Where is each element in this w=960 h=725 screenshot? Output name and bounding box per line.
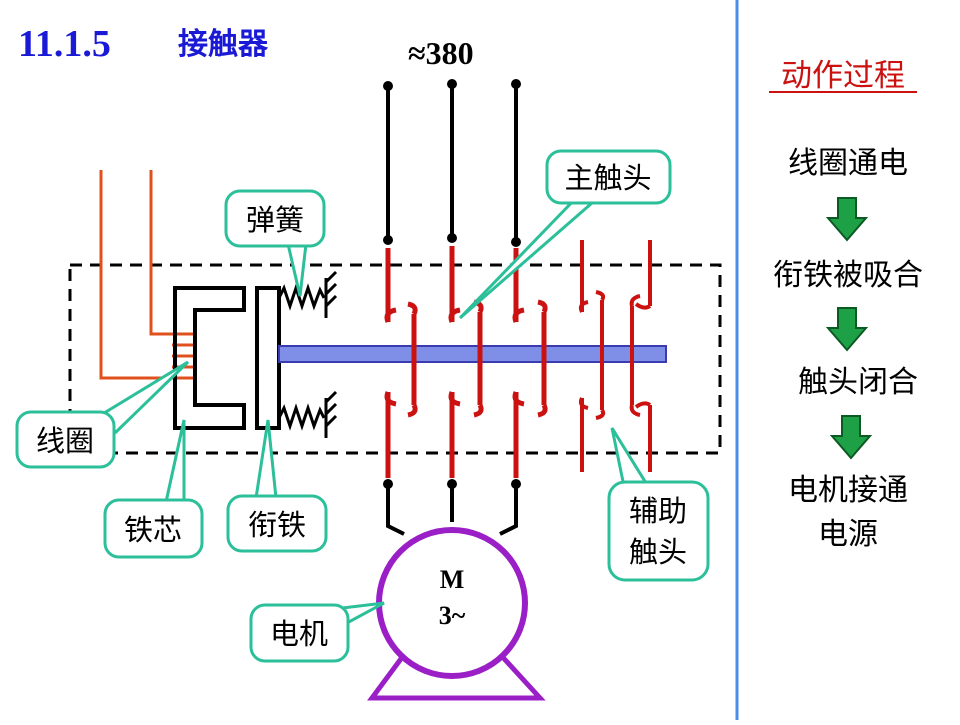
label-main-contact: 主触头	[564, 161, 651, 195]
motor-feed-terminals	[383, 479, 521, 489]
callout-coil: 线圈	[15, 360, 190, 469]
push-rod	[278, 345, 667, 363]
label-aux-contact-line1: 辅助	[629, 494, 687, 528]
down-arrow-icon	[829, 415, 873, 460]
process-step-4-line2: 电源	[818, 517, 878, 552]
callout-motor: 电机	[249, 601, 385, 663]
coil-wires	[99, 170, 195, 380]
down-arrow-icon	[825, 307, 869, 352]
motor-symbol-m: M	[440, 565, 465, 594]
section-number: 11.1.5	[18, 23, 111, 65]
process-step-4-line1: 电机接通	[788, 473, 908, 508]
label-aux-contact-line2: 触头	[629, 535, 687, 569]
callout-aux-contact: 辅助 触头	[607, 427, 710, 582]
contactor-enclosure	[68, 263, 722, 455]
process-step-1: 线圈通电	[788, 146, 908, 181]
section-title: 接触器	[178, 27, 269, 62]
callout-iron-core: 铁芯	[103, 419, 204, 559]
process-step-2: 衔铁被吸合	[773, 258, 923, 293]
main-contacts	[384, 246, 548, 478]
motor-feed-lines	[386, 484, 518, 536]
label-armature: 衔铁	[248, 508, 306, 542]
supply-terminals	[383, 79, 521, 247]
iron-core	[173, 286, 246, 430]
callout-main-contact: 主触头	[458, 149, 672, 320]
label-spring: 弹簧	[246, 203, 304, 237]
armature	[255, 286, 281, 430]
down-arrow-icon	[825, 197, 869, 242]
auxiliary-contacts	[578, 240, 652, 472]
process-title: 动作过程	[781, 58, 905, 94]
process-panel: 动作过程 线圈通电 衔铁被吸合 触头闭合 电机接通 电源	[769, 58, 923, 552]
label-motor-callout: 电机	[270, 617, 328, 651]
callout-spring: 弹簧	[224, 189, 326, 297]
label-iron-core: 铁芯	[124, 513, 182, 547]
motor-symbol-phase: 3~	[439, 601, 466, 630]
spring-lower	[277, 390, 338, 438]
callout-armature: 衔铁	[226, 419, 328, 553]
label-coil: 线圈	[36, 424, 94, 458]
supply-lines	[386, 84, 518, 240]
spring-upper	[277, 270, 338, 318]
supply-voltage-label: ≈380	[408, 35, 474, 71]
process-step-3: 触头闭合	[798, 365, 918, 400]
